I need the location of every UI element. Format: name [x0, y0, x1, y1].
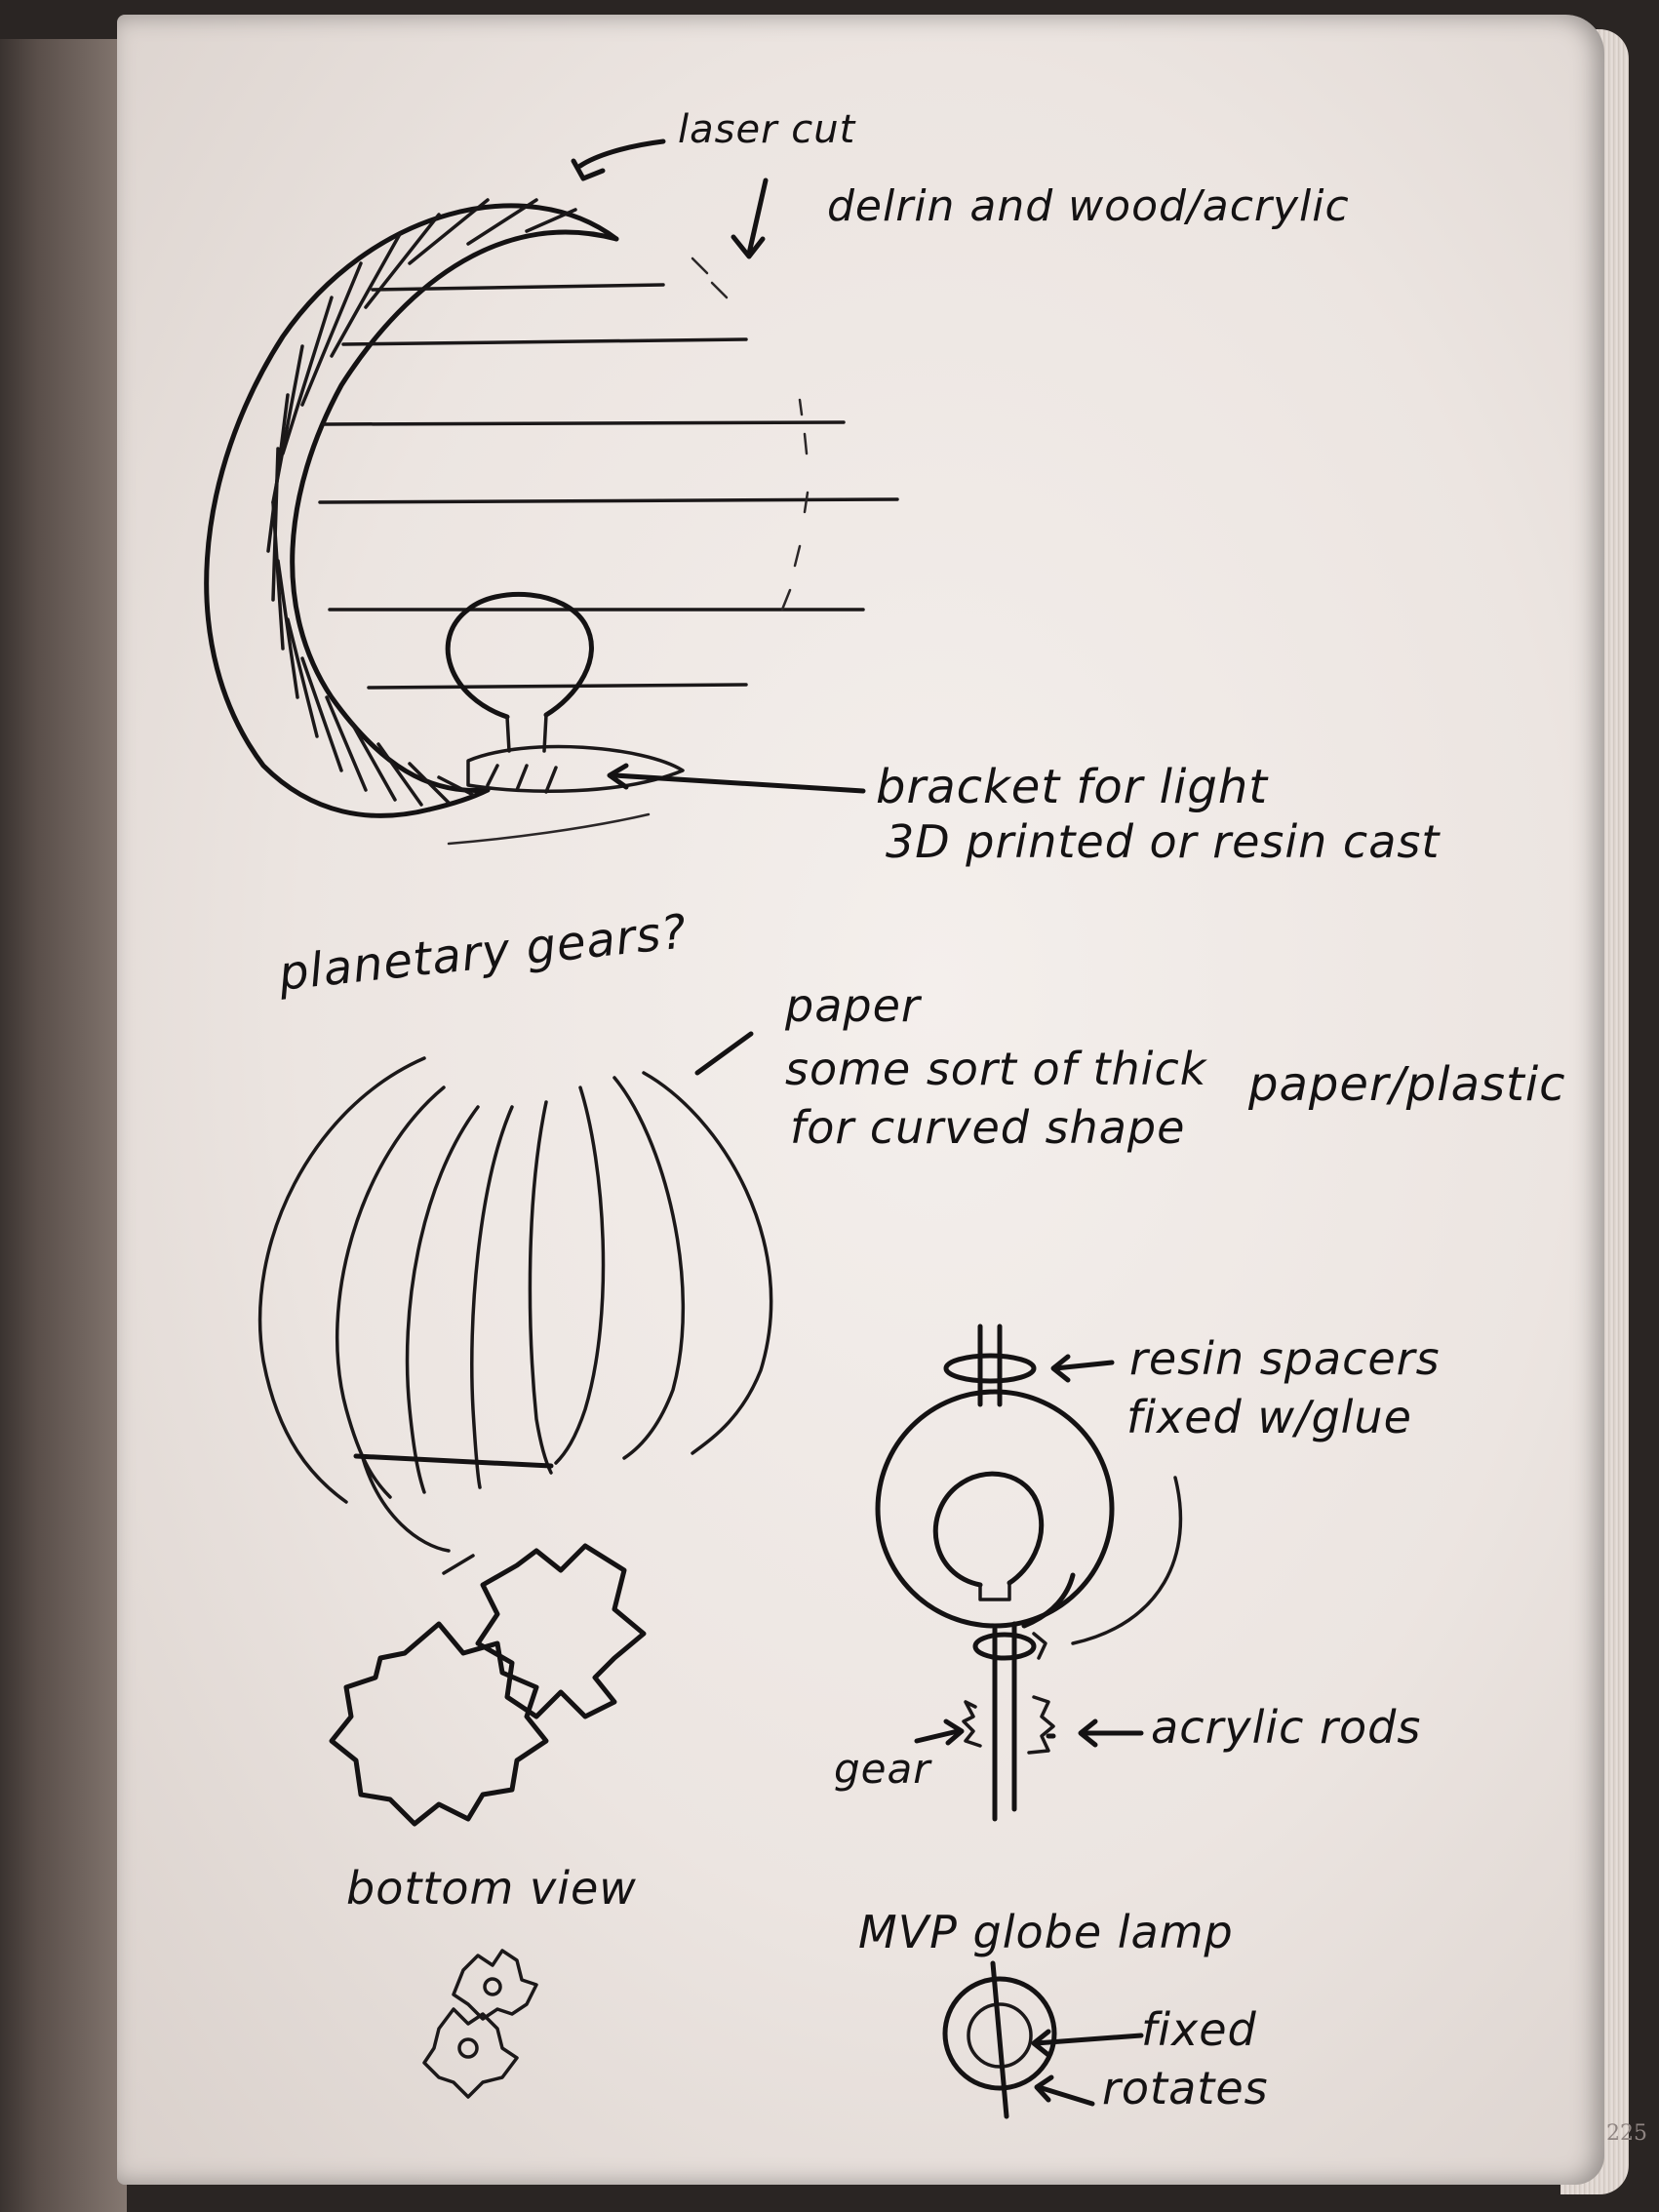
note-bracket-for-light: bracket for light — [876, 760, 1269, 814]
sketch-drawing — [204, 138, 1183, 2119]
note-rotates: rotates — [1102, 2062, 1269, 2114]
note-3d-printed: 3D printed or resin cast — [886, 815, 1441, 868]
note-fixed: fixed — [1141, 2003, 1257, 2056]
note-acrylic-rods: acrylic rods — [1151, 1701, 1422, 1754]
note-fixed-with-glue: fixed w/glue — [1126, 1391, 1412, 1443]
notebook-page: laser cut delrin and wood/acrylic bracke… — [117, 15, 1647, 2185]
planetary-gears-sketch — [329, 1543, 647, 1827]
page-number: 225 — [1606, 2121, 1647, 2146]
left-page-edge — [0, 39, 127, 2212]
note-resin-spacers: resin spacers — [1129, 1332, 1441, 1385]
bottom-view-gears-sketch — [422, 1949, 538, 2099]
note-paper: paper — [785, 979, 921, 1032]
paper-lamp-sketch — [257, 1031, 773, 1553]
note-gear: gear — [834, 1745, 931, 1793]
note-for-curved-shape: for curved shape — [790, 1101, 1186, 1154]
note-paper-plastic: paper/plastic — [1248, 1057, 1566, 1112]
note-material: delrin and wood/acrylic — [827, 181, 1350, 231]
mvp-globe-sketch — [942, 1960, 1144, 2119]
note-bottom-view: bottom view — [346, 1862, 637, 1915]
note-laser-cut: laser cut — [678, 107, 856, 152]
crescent-lamp-sketch — [204, 138, 899, 846]
note-mvp-globe-lamp: MVP globe lamp — [858, 1906, 1234, 1958]
globe-lamp-sketch — [875, 1323, 1183, 1822]
note-some-sort-of-thick: some sort of thick — [785, 1043, 1207, 1095]
